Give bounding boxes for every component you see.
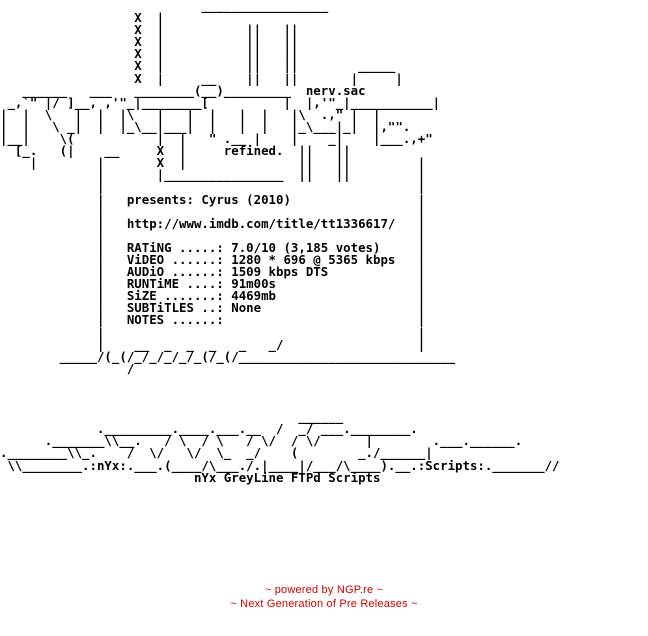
nfo-line: X | __ || || | | xyxy=(0,70,403,86)
nfo-line: ______ xyxy=(0,409,344,425)
nfo-line: | ViDEO ......: 1280 * 696 @ 5365 kbps | xyxy=(0,251,426,267)
nfo-line xyxy=(0,387,648,399)
nfo-line: [_. (| __ X | refined. || || xyxy=(0,143,351,159)
nfo-line: | __ _ _ _ _ _/ | xyxy=(0,336,426,352)
nfo-line: | presents: Cyrus (2010) | xyxy=(0,191,426,207)
nfo-line: | AUDiO ......: 1509 kbps DTS | xyxy=(0,264,426,280)
footer-powered-by: ~ powered by NGP.re ~ xyxy=(264,584,384,596)
nfo-line: _,`" |/ ]__, ,'"_|________[ | |,'"_|____… xyxy=(0,94,441,110)
nfo-line: |__| \( | | " .__ | | _| |___.,+" xyxy=(0,131,433,147)
nfo-line: | | xyxy=(0,324,426,340)
nfo-line: nYx GreyLine FTPd Scripts xyxy=(0,469,381,485)
nfo-line: X | xyxy=(0,10,329,26)
nfo-line: | NOTES ......: | xyxy=(0,312,426,328)
nfo-line: | | xyxy=(0,179,426,195)
nfo-line: / xyxy=(0,360,403,376)
nfo-line: ._______\\__. / \ / \ / \/ / \/ | .___._… xyxy=(0,433,523,449)
nfo-line: | | \ _| | |_\__|___| | | | |_\___|_| |,… xyxy=(0,118,411,134)
nfo-line: \\________.:nYx:.___.(____/\___./.|____|… xyxy=(0,457,560,473)
nfo-line: X | || || _____ xyxy=(0,58,396,74)
nfo-line: | | X | || || | xyxy=(0,155,426,171)
nfo-line: .________\\_. / \/ \/ \_ _/ ( _./______| xyxy=(0,445,433,461)
nfo-line: _____/(_(/_/_/_/_/_(/_(/________________… xyxy=(0,348,456,364)
nfo-line: | RUNTiME ....: 91m00s | xyxy=(0,276,426,292)
nfo-line: X | || || xyxy=(0,46,329,62)
nfo-line xyxy=(0,375,648,387)
nfo-line: _________________ xyxy=(0,0,329,13)
nfo-line: | SUBTiTLES ..: None | xyxy=(0,300,426,316)
nfo-line: | | xyxy=(0,227,426,243)
nfo-line: | | \ | | |\ | | | | | |\ .," | | xyxy=(0,106,381,122)
nfo-line: ______ ___ ________(__)_________ nerv.sa… xyxy=(0,82,366,98)
nfo-line: | http://www.imdb.com/title/tt1336617/ | xyxy=(0,215,426,231)
footer-tagline: ~ Next Generation of Pre Releases ~ xyxy=(230,598,418,610)
nfo-line: | SiZE .......: 4469mb | xyxy=(0,288,426,304)
nfo-line: ._________.____.___.__ / _/ ___.________… xyxy=(0,421,418,437)
nfo-line: | |________________ || || | xyxy=(0,167,426,183)
nfo-line: X | || || xyxy=(0,34,329,50)
nfo-line: X | || || xyxy=(0,22,329,38)
nfo-line: | RATiNG .....: 7.0/10 (3,185 votes) | xyxy=(0,239,426,255)
nfo-line: | | xyxy=(0,203,426,219)
